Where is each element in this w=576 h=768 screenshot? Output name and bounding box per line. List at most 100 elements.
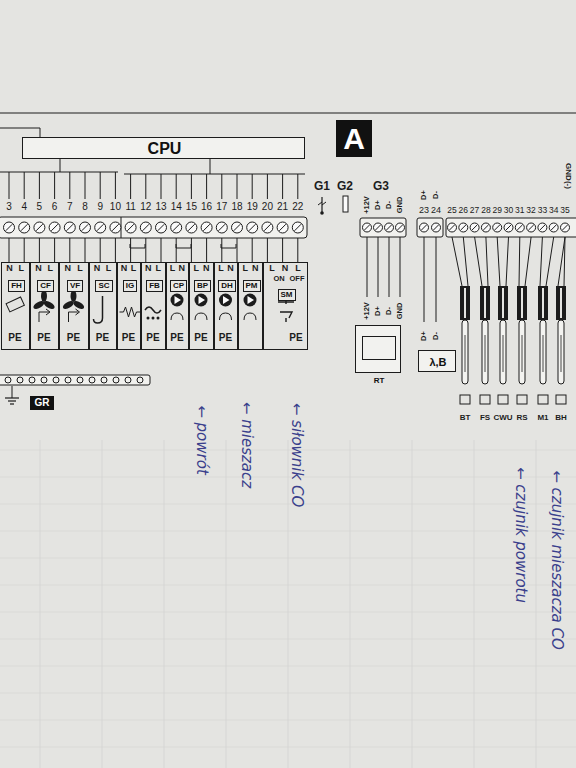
screw-slot — [279, 224, 286, 231]
pump-triangle — [248, 296, 255, 304]
page-border — [0, 128, 40, 129]
screw-slot — [540, 225, 545, 230]
terminal-screw — [538, 223, 547, 232]
probe-lead — [522, 335, 523, 372]
pin-name: N — [203, 264, 210, 273]
terminal-screw — [561, 223, 570, 232]
handwritten-note: ← powrót — [194, 405, 209, 475]
bus-drop — [221, 174, 222, 199]
sensor-name: BH — [555, 414, 567, 422]
pump-output — [244, 313, 256, 320]
probe-lead — [543, 335, 544, 372]
bus-drop — [191, 174, 192, 199]
airflow-symbol — [69, 309, 80, 322]
pump-output — [220, 313, 232, 320]
pin-name: N — [35, 264, 42, 273]
pin-name: L — [242, 264, 248, 273]
switch-state: ON — [273, 275, 284, 283]
terminal-screw — [95, 222, 106, 233]
device-wire — [39, 238, 40, 262]
terminal-strip — [446, 218, 576, 237]
bus-drop — [237, 174, 238, 199]
sensor-wire — [506, 237, 509, 286]
ruled-line — [474, 440, 475, 768]
sensor-probe — [519, 320, 525, 384]
ruled-line — [0, 747, 576, 748]
jumper — [176, 248, 191, 249]
screw-slot — [517, 225, 522, 230]
blower-icon — [145, 307, 161, 313]
bus-drop — [206, 174, 207, 199]
pe-terminal: PE — [8, 333, 21, 343]
terminal-number: 8 — [82, 202, 88, 212]
screw-slot — [449, 225, 454, 230]
ground-screw — [113, 377, 119, 383]
sensor-wire — [475, 237, 482, 286]
screw-slot — [528, 225, 533, 230]
pin-name: GND(-) — [564, 163, 572, 189]
bus-drop — [267, 174, 268, 199]
pe-terminal: PE — [219, 333, 232, 343]
probe-lead — [503, 335, 504, 372]
pump-triangle — [199, 296, 206, 304]
terminal-number: 10 — [110, 202, 121, 212]
terminal-screw — [19, 222, 30, 233]
terminal-number: 9 — [97, 202, 103, 212]
screw-slot — [51, 224, 58, 231]
terminal-screw — [64, 222, 75, 233]
box-label: λ,B — [429, 357, 446, 368]
pin-name: +12V — [363, 302, 371, 320]
sensor-probe — [462, 320, 468, 384]
screw-slot — [234, 224, 241, 231]
terminal-number: 16 — [201, 202, 212, 212]
connector-name: G1 — [314, 180, 330, 192]
pe-terminal: PE — [289, 333, 302, 343]
pe-terminal: PE — [67, 333, 80, 343]
thermostat-box: RT — [355, 325, 401, 373]
sensor-name: RS — [516, 414, 527, 422]
probe-lead — [561, 335, 562, 372]
ground-label-box: GR — [30, 396, 54, 410]
terminal-screw — [396, 223, 405, 232]
rt-wire — [389, 237, 390, 297]
rt-wire — [378, 237, 379, 297]
terminal-screw — [156, 222, 167, 233]
device-wire — [267, 238, 268, 262]
ground-symbol — [8, 400, 16, 401]
terminal-number: 7 — [67, 202, 73, 212]
page-border — [40, 128, 41, 137]
terminal-screw — [201, 222, 212, 233]
box-label: RT — [374, 377, 385, 385]
sensor-probe — [540, 320, 546, 384]
ground-screw — [137, 377, 143, 383]
pin-name: L — [156, 264, 162, 273]
pin-name: L — [77, 264, 83, 273]
fan-blade — [32, 299, 45, 310]
pump-symbol — [171, 294, 184, 307]
bus-drop — [24, 172, 25, 199]
terminal-screw — [140, 222, 151, 233]
jumper — [130, 244, 131, 248]
ground-screw — [125, 377, 131, 383]
cable-stripe — [502, 288, 504, 318]
bus-line — [210, 159, 211, 174]
screw-slot — [188, 224, 195, 231]
screw-slot — [433, 225, 438, 230]
terminal-screw — [49, 222, 60, 233]
terminal-number: 35 — [560, 206, 569, 215]
handwritten-note: ← czujnik powrotu — [513, 467, 528, 603]
terminal-screw — [34, 222, 45, 233]
usb-symbol — [320, 211, 324, 215]
screw-slot — [6, 224, 13, 231]
pump-symbol — [244, 294, 257, 307]
blower-dot — [157, 317, 160, 320]
pin-name: GND — [396, 303, 404, 320]
rt-wire — [367, 237, 368, 297]
ruled-line — [536, 440, 537, 768]
terminal-screw — [470, 223, 479, 232]
connector-name: G3 — [373, 180, 389, 192]
igniter-icon — [120, 307, 141, 317]
connector-name: G2 — [337, 180, 353, 192]
terminal-number: 3 — [6, 202, 12, 212]
device-wire — [85, 238, 86, 262]
